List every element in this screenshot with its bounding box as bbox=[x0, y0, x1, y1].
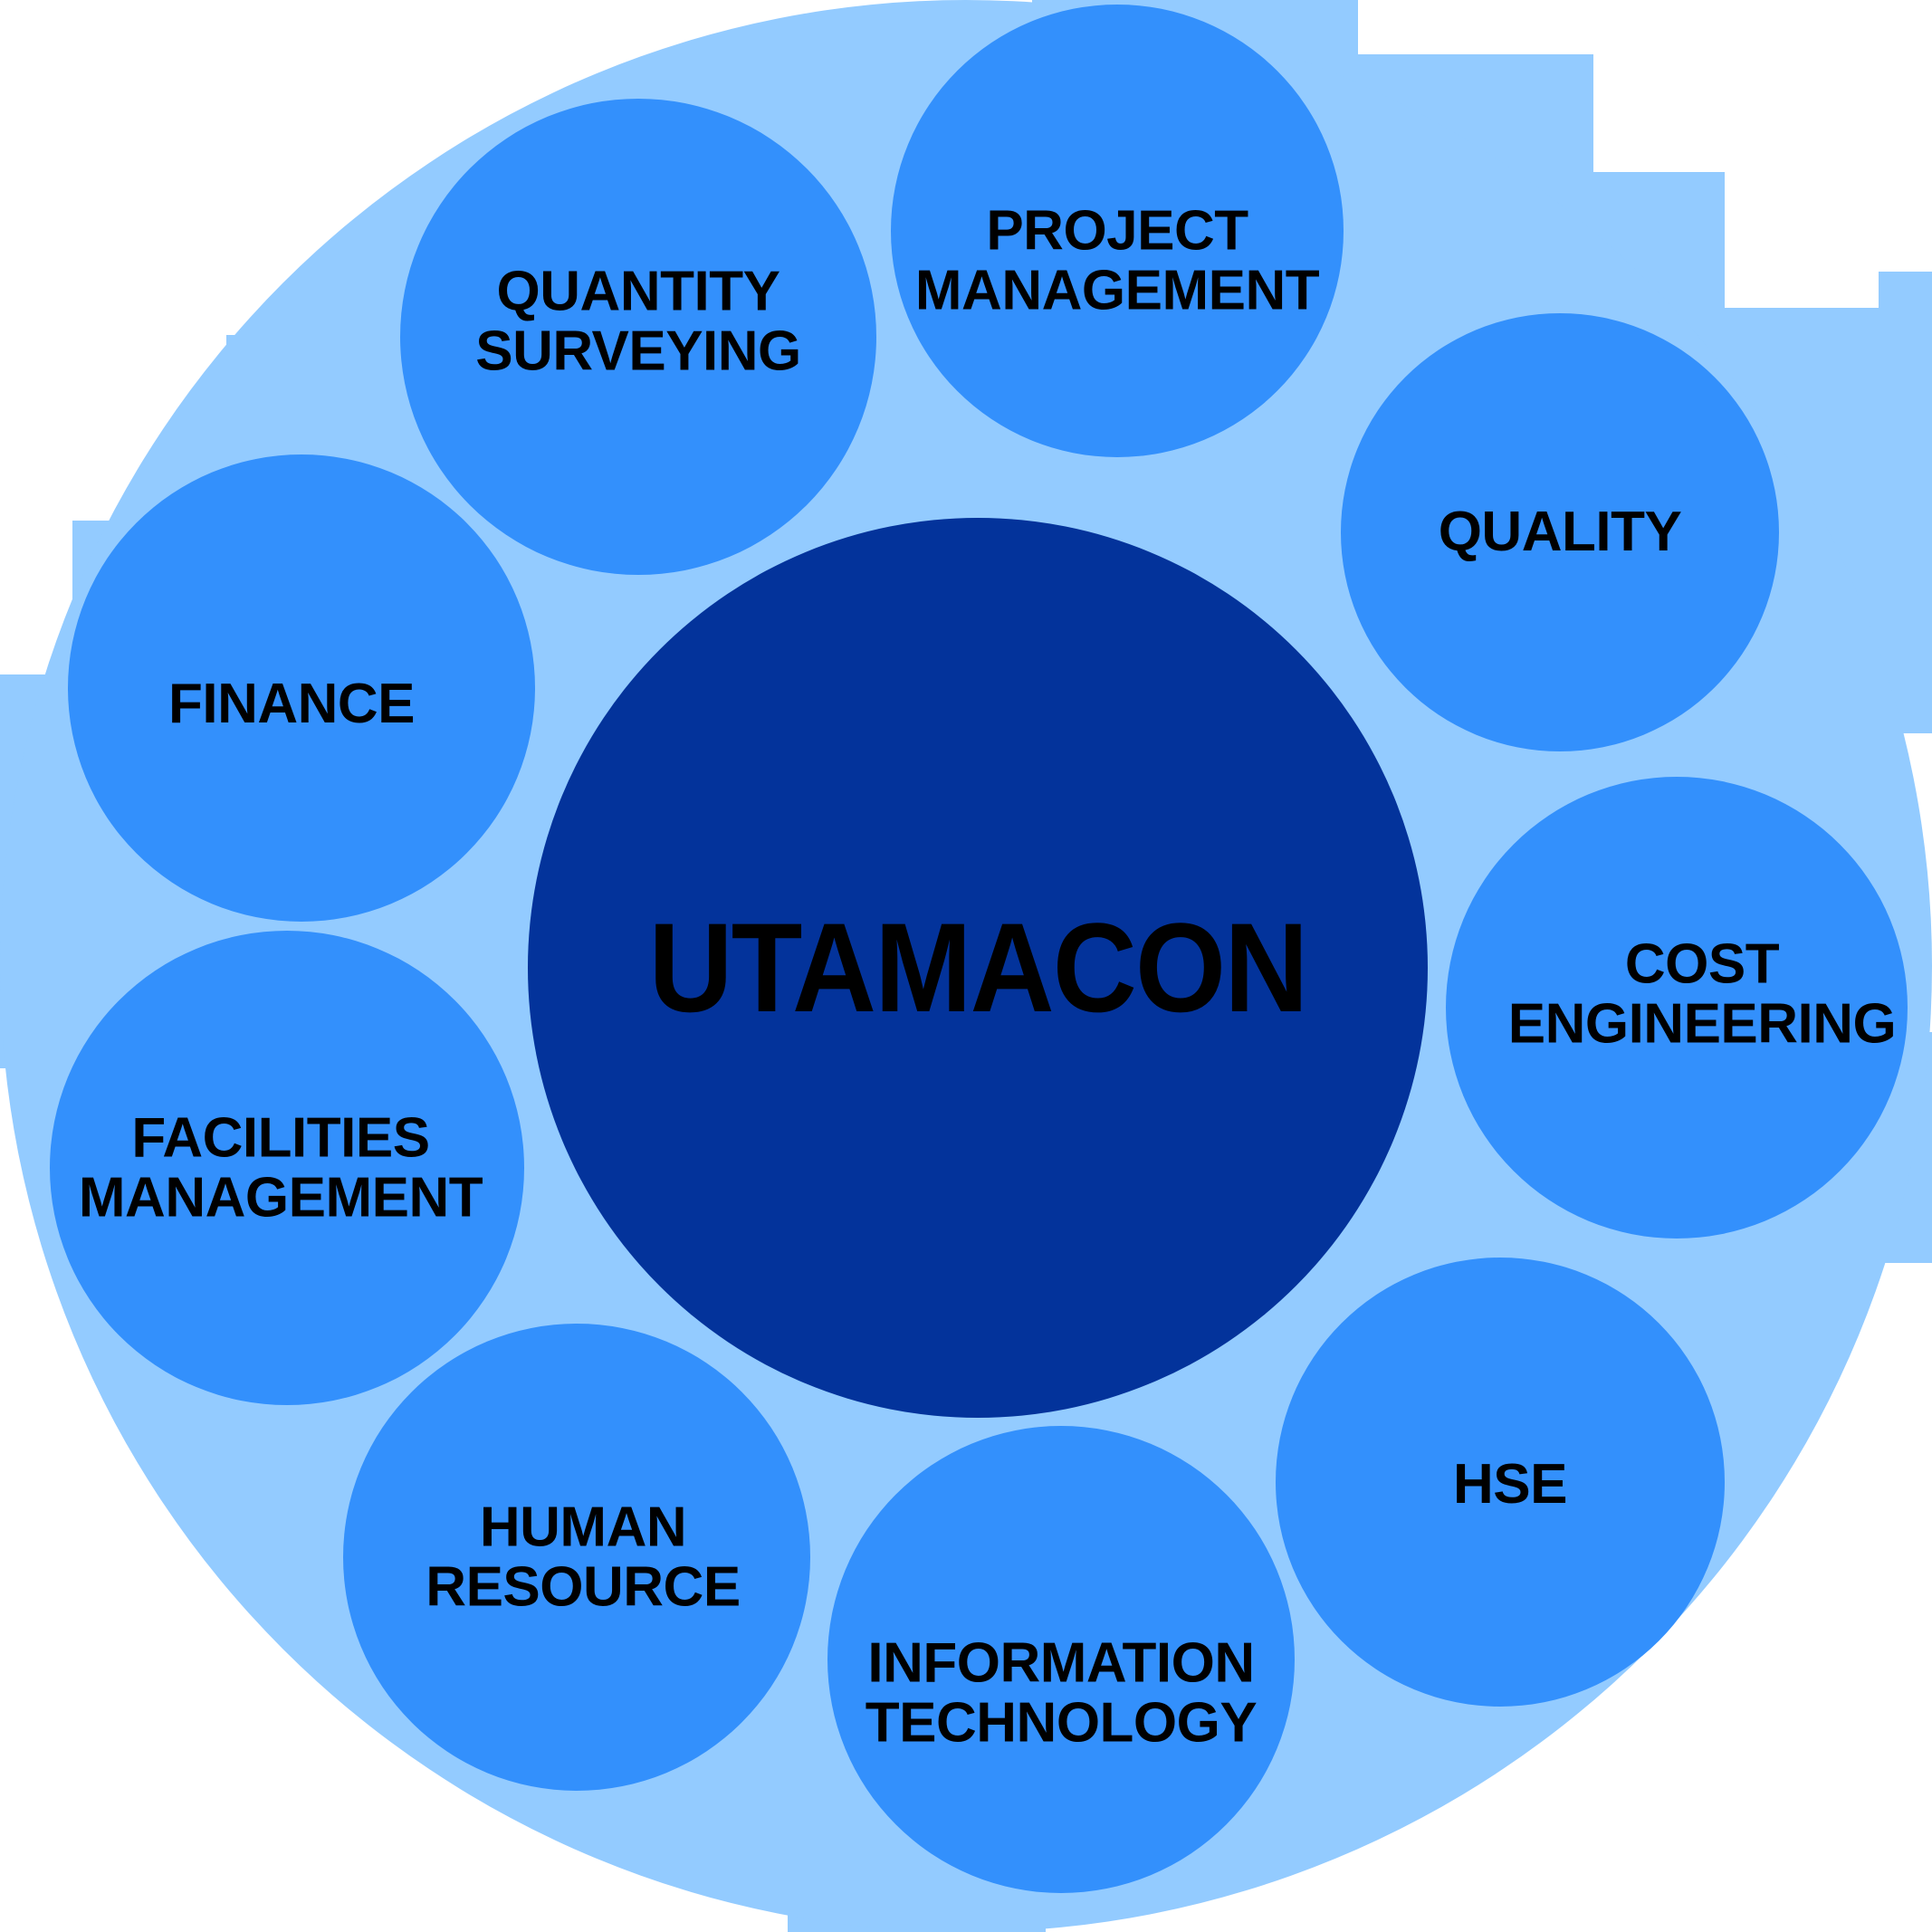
node-circle-hse[interactable] bbox=[1276, 1258, 1725, 1707]
node-circle-cost-engineering[interactable] bbox=[1446, 777, 1908, 1239]
node-circle-information-technology[interactable] bbox=[827, 1426, 1295, 1893]
node-circle-human-resource[interactable] bbox=[343, 1324, 810, 1791]
node-circle-finance[interactable] bbox=[68, 454, 535, 922]
node-circle-quality[interactable] bbox=[1341, 313, 1779, 751]
satellite-circles bbox=[50, 5, 1908, 1893]
node-circle-quantity-surveying[interactable] bbox=[400, 99, 876, 575]
center-circle[interactable] bbox=[528, 518, 1428, 1418]
node-circle-facilities-management[interactable] bbox=[50, 931, 524, 1405]
node-circle-project-management[interactable] bbox=[891, 5, 1344, 457]
